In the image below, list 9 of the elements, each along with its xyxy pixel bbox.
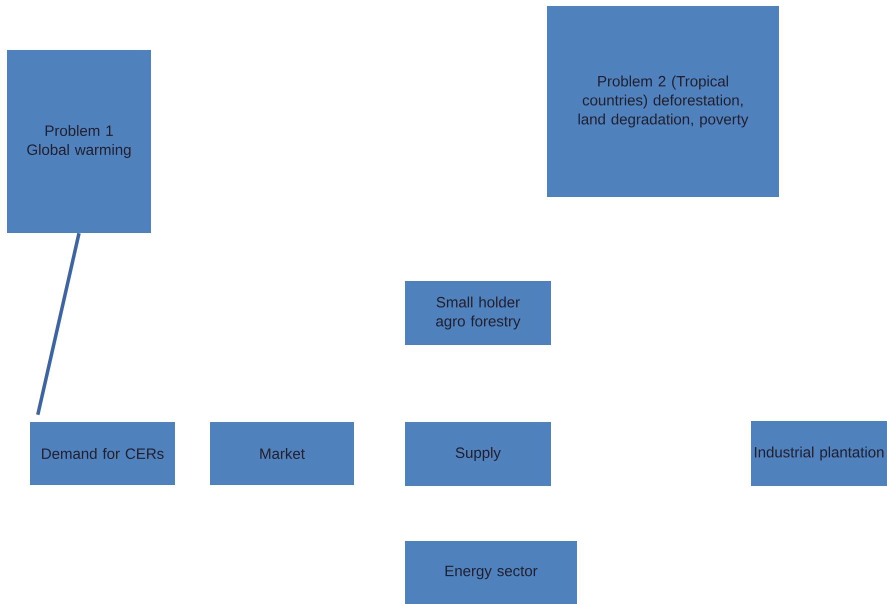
process-box: Problem 2 (Tropical countries) deforestation, land degradation, poverty (547, 6, 779, 197)
process-box: Energy sector (405, 541, 577, 604)
process-box: Problem 1 Global warming (7, 50, 151, 233)
process-box: Industrial plantation (751, 421, 887, 486)
process-box: Market (210, 422, 354, 485)
process-box: Small holder agro forestry (405, 281, 551, 345)
process-box: Demand for CERs (30, 422, 175, 485)
connector-line (36, 232, 81, 416)
process-box: Supply (405, 422, 551, 486)
